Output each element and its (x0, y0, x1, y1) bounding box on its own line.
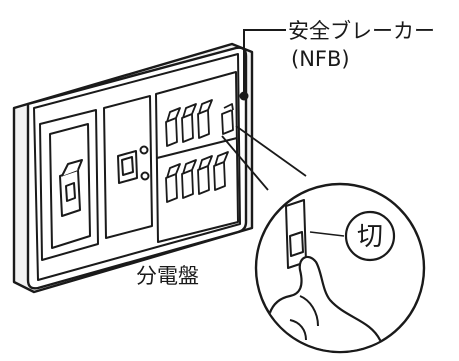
branch-breakers-upper-row (165, 99, 234, 147)
branch-breaker (197, 99, 213, 139)
magnified-detail: 切 (254, 182, 426, 354)
branch-breaker (181, 159, 197, 199)
callout-leader (243, 29, 286, 96)
zoom-lines (221, 125, 307, 191)
off-label-badge (344, 210, 396, 262)
branch-breaker (165, 107, 181, 147)
branch-breakers-lower-row (165, 151, 229, 203)
callout-dot (239, 91, 249, 101)
breaker-title-label: 安全ブレーカー (288, 19, 435, 43)
branch-breaker (165, 163, 181, 203)
branch-breaker (197, 155, 213, 195)
branch-breaker (213, 151, 229, 191)
main-breaker-compartment (39, 109, 99, 261)
target-safety-breaker (221, 109, 234, 135)
panel-name-label: 分電盤 (136, 264, 199, 288)
branch-breaker (181, 103, 197, 143)
off-label: 切 (357, 222, 383, 252)
breaker-abbrev-label: (NFB) (291, 47, 350, 71)
leakage-breaker-compartment (103, 95, 153, 239)
